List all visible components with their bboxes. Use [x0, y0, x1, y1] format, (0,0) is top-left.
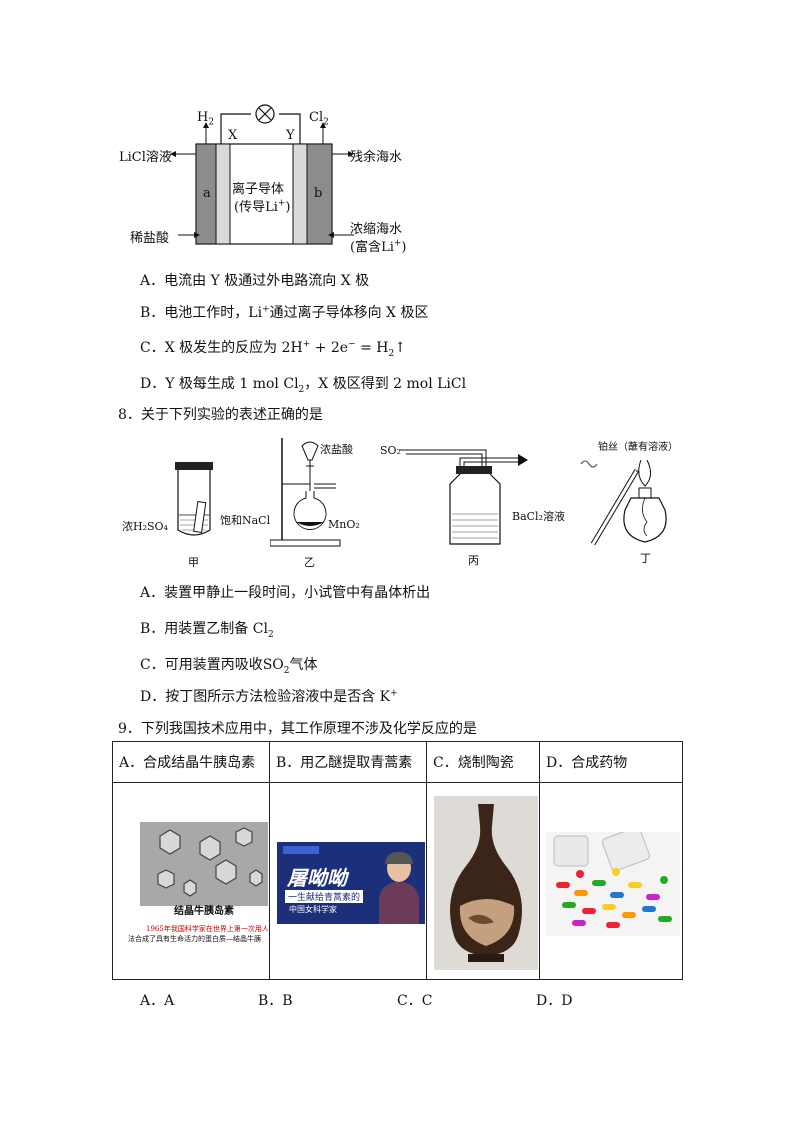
h2-label: H2 [197, 110, 215, 128]
q7-option-c: C．X 极发生的反应为 2H+ + 2e− = H2↑ [140, 339, 406, 359]
insulin-title: 结晶牛胰岛素 [174, 906, 234, 917]
insulin-caption-line1: 1965年我国科学家在世界上第一次用人 [146, 925, 268, 933]
q9-header-a: A．合成结晶牛胰岛素 [112, 741, 270, 783]
jia-nacl-label: 饱和NaCl [220, 514, 271, 527]
q9-answer-c: C．C [397, 993, 433, 1009]
tu-youyou-name: 屠呦呦 [287, 866, 347, 890]
q9-stem: 9．下列我国技术应用中，其工作原理不涉及化学反应的是 [118, 721, 477, 737]
insulin-crystal-image: 结晶牛胰岛素 [140, 822, 268, 922]
electrode-b-label: b [314, 186, 323, 201]
ding-caption: 丁 [640, 552, 651, 565]
jia-acid-label: 浓H₂SO₄ [122, 520, 168, 533]
ceramic-vase-image [434, 796, 538, 970]
electrode-y-label: Y [286, 128, 295, 143]
apparatus-ding [580, 459, 667, 546]
apparatus-jia [175, 462, 213, 536]
battery-diagram [170, 104, 354, 245]
q9-answer-b: B．B [258, 993, 293, 1009]
ding-wire-label: 铂丝（蘸有溶液） [598, 442, 678, 453]
q9-header-d: D．合成药物 [539, 741, 683, 783]
apparatus-yi [270, 438, 341, 547]
bing-caption: 丙 [468, 554, 479, 567]
q8-option-d: D．按丁图所示方法检验溶液中是否含 K+ [140, 688, 398, 705]
bing-bacl2-label: BaCl₂溶液 [512, 510, 565, 523]
q9-answer-a: A．A [140, 993, 175, 1009]
jia-caption: 甲 [188, 556, 199, 569]
dilute-hcl-label: 稀盐酸 [130, 231, 170, 246]
q8-option-b: B．用装置乙制备 Cl2 [140, 621, 274, 640]
tu-youyou-line2: 中国女科学家 [289, 905, 337, 914]
cl2-label: Cl2 [309, 110, 329, 128]
pills-image [546, 832, 680, 936]
residual-seawater-label: 残余海水 [350, 150, 403, 165]
tu-youyou-image: 屠呦呦 一生献给青蒿素的 中国女科学家 [277, 842, 425, 924]
q8-option-c: C．可用装置丙吸收SO2气体 [140, 657, 318, 676]
ion-conductor-label: 离子导体 [232, 182, 285, 197]
q9-header-c: C．烧制陶瓷 [426, 741, 540, 783]
li-rich-label: (富含Li+) [350, 238, 407, 255]
electrode-a-label: a [203, 186, 211, 201]
q7-option-a: A．电流由 Y 极通过外电路流向 X 极 [140, 273, 370, 289]
licl-label: LiCl溶液 [119, 150, 172, 165]
insulin-caption-line2: 法合成了具有生命活力的蛋白质—结晶牛胰 [128, 935, 261, 943]
q7-option-b: B．电池工作时，Li+通过离子导体移向 X 极区 [140, 304, 429, 321]
q7-option-d: D．Y 极每生成 1 mol Cl2，X 极区得到 2 mol LiCl [140, 376, 467, 395]
q9-answer-d: D．D [536, 993, 573, 1009]
yi-hcl-label: 浓盐酸 [320, 443, 353, 456]
tu-youyou-line1: 一生献给青蒿素的 [285, 890, 364, 903]
external-wire-right [279, 113, 301, 145]
electrode-b [306, 143, 333, 245]
yi-mno2-label: MnO₂ [328, 518, 360, 531]
q8-option-a: A．装置甲静止一段时间，小试管中有晶体析出 [140, 585, 431, 601]
ion-conductor-sub-label: (传导Li+) [234, 198, 291, 215]
concentrated-seawater-label: 浓缩海水 [350, 222, 403, 237]
yi-caption: 乙 [304, 556, 315, 569]
apparatus-bing [400, 449, 528, 545]
portrait [379, 852, 419, 924]
lamp-icon [255, 104, 275, 124]
external-wire [220, 113, 251, 145]
bing-so2-label: SO₂ [380, 444, 401, 457]
q8-stem: 8．关于下列实验的表述正确的是 [118, 407, 323, 423]
q9-header-b: B．用乙醚提取青蒿素 [269, 741, 427, 783]
electrode-x-label: X [228, 128, 238, 143]
